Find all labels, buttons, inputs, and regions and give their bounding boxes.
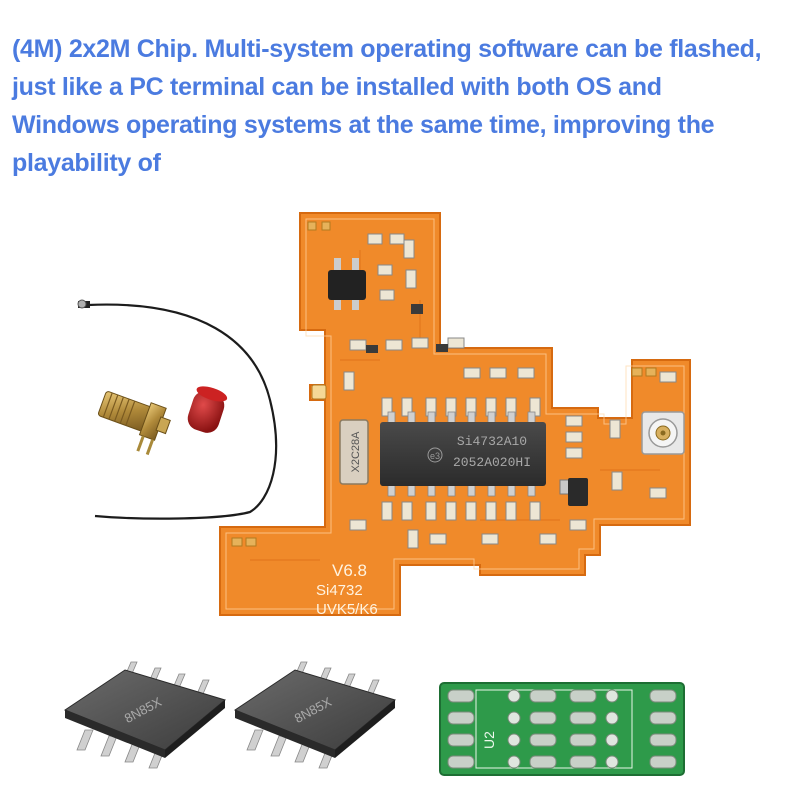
red-dust-cap — [187, 386, 228, 433]
chip-mark: e3 — [430, 451, 440, 461]
soic8-flash-chip-1: 8N85X — [63, 661, 227, 769]
sot23-regulator — [328, 258, 366, 310]
caption-line-2: just like a PC terminal can be installed… — [12, 73, 662, 101]
product-caption: (4M) 2x2M Chip. Multi-system operating s… — [12, 30, 792, 182]
caption-line-1: (4M) 2x2M Chip. Multi-system operating s… — [12, 35, 762, 63]
board-radio-model: UVK5/K6 — [316, 601, 378, 618]
crystal-label: X2C28A — [350, 431, 362, 473]
smd-passives — [343, 233, 677, 549]
caption-line-4: playability of — [12, 149, 161, 177]
crystal-oscillator: X2C28A — [339, 419, 369, 485]
board-model: Si4732 — [316, 582, 363, 599]
si4732-chip: e3 Si4732A10 2052A020HI — [380, 411, 546, 497]
chip-marking-line-2: 2052A020HI — [453, 455, 531, 470]
sma-connector — [98, 391, 171, 456]
chip-marking-line-1: Si4732A10 — [457, 434, 527, 449]
soic8-flash-chip-2: 8N85X — [233, 661, 397, 769]
ipex-antenna-connector — [641, 411, 685, 455]
antenna-pigtail-cable — [77, 299, 278, 520]
board-version: V6.8 — [332, 561, 367, 580]
si4732-module-board: X2C28A e3 Si4732A10 2052A020HI — [219, 212, 691, 618]
caption-line-3: Windows operating systems at the same ti… — [12, 111, 715, 139]
pcb-label: U2 — [481, 731, 497, 749]
green-adapter-pcb: U2 — [439, 682, 685, 776]
